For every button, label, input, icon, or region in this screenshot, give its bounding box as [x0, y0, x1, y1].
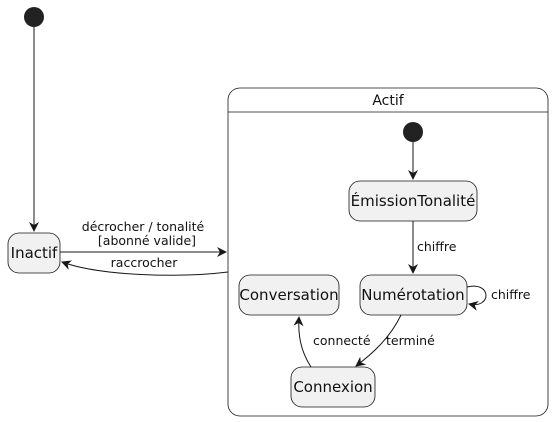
- state-connexion-label: Connexion: [293, 378, 372, 396]
- state-emission-tonalite[interactable]: ÉmissionTonalité: [348, 180, 478, 222]
- transition-termine-arrow: [355, 314, 402, 367]
- composite-state-actif[interactable]: Actif: [227, 87, 549, 417]
- transition-chiffre-label: chiffre: [417, 239, 457, 254]
- state-numerotation[interactable]: Numérotation: [359, 274, 468, 316]
- transition-raccrocher-arrow: [61, 260, 229, 276]
- transition-chiffre-self-arrow: [466, 285, 487, 311]
- transition-raccrocher-label: raccrocher: [111, 255, 179, 270]
- transition-decrocher-label-line2: [abonné valide]: [98, 233, 196, 248]
- transition-termine-label: terminé: [386, 333, 435, 348]
- state-numerotation-label: Numérotation: [361, 286, 464, 304]
- state-connexion[interactable]: Connexion: [290, 366, 376, 408]
- composite-state-actif-title: Actif: [372, 93, 404, 109]
- state-inactif-label: Inactif: [11, 244, 58, 262]
- transition-connecte-arrow: [293, 316, 312, 368]
- state-emission-tonalite-label: ÉmissionTonalité: [351, 191, 476, 210]
- state-inactif[interactable]: Inactif: [7, 232, 61, 274]
- transition-connecte-label: connecté: [313, 333, 371, 348]
- inner-initial-state-icon: [403, 122, 423, 142]
- transition-chiffre-self-label: chiffre: [491, 287, 531, 302]
- state-conversation-label: Conversation: [239, 286, 338, 304]
- state-conversation[interactable]: Conversation: [238, 274, 340, 316]
- transition-decrocher-label-line1: décrocher / tonalité: [82, 219, 205, 234]
- initial-state-icon: [24, 7, 44, 27]
